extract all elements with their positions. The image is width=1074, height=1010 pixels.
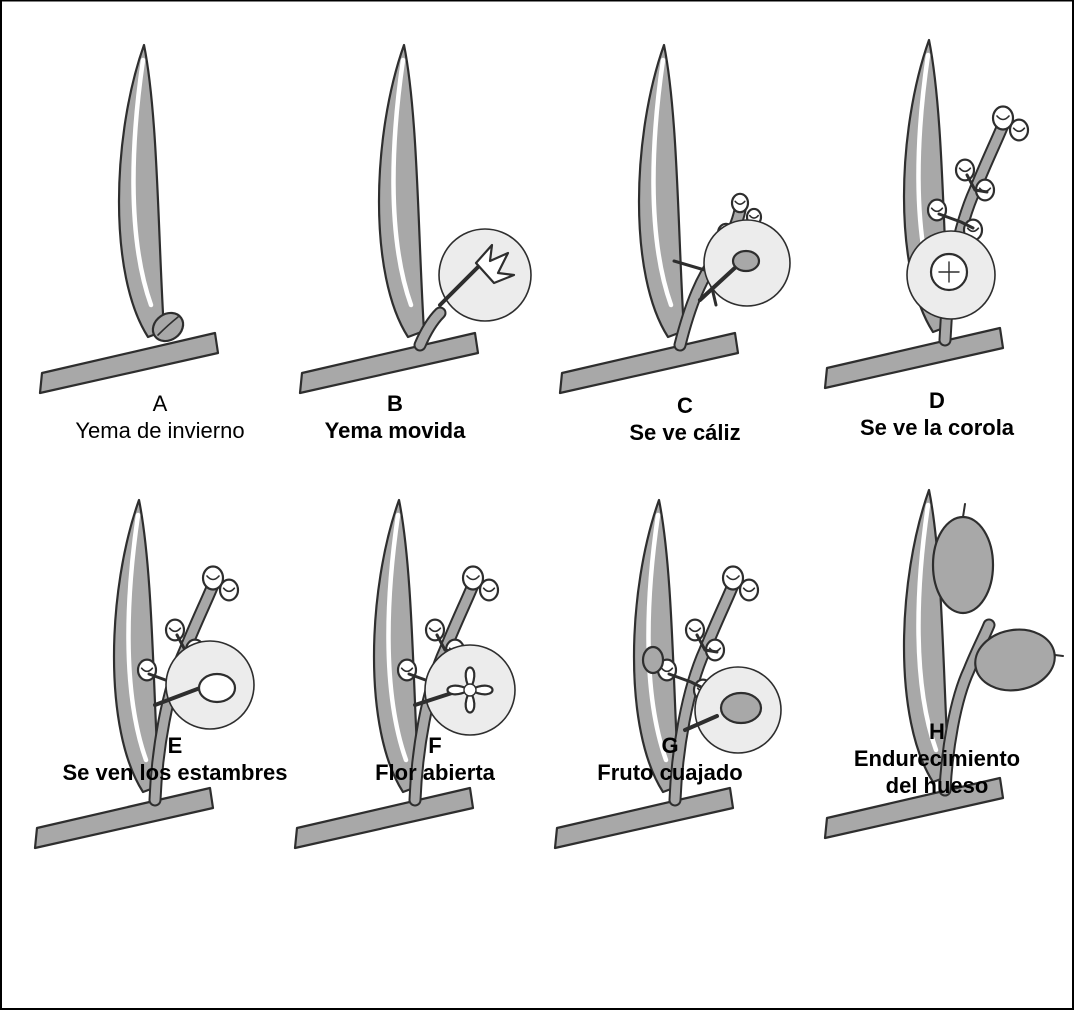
leaf (119, 45, 164, 337)
fruit-set-detail (721, 693, 761, 723)
stage-title: Flor abierta (320, 759, 550, 786)
stage-illustration-b (300, 45, 531, 393)
flower-bud (928, 200, 946, 221)
branch (40, 333, 218, 393)
stage-title: Endurecimiento (822, 745, 1052, 772)
stage-illustration-d (825, 40, 1028, 388)
stage-letter: G (555, 732, 785, 759)
stage-letter: C (570, 392, 800, 419)
stage-caption-f: F Flor abierta (320, 732, 550, 786)
stage-caption-a: A Yema de invierno (55, 390, 265, 444)
stage-caption-b: B Yema movida (290, 390, 500, 444)
young-fruit (643, 647, 663, 673)
flower-bud (740, 580, 758, 601)
stage-caption-d: D Se ve la corola (822, 387, 1052, 441)
stage-title: Fruto cuajado (555, 759, 785, 786)
flower-bud (732, 194, 748, 212)
branch (555, 788, 733, 848)
stage-illustration-f (295, 500, 515, 848)
flower-bud (220, 580, 238, 601)
stamens-detail (199, 674, 235, 702)
stage-illustration-g (555, 500, 781, 848)
stage-letter: H (822, 718, 1052, 745)
flower-bud (426, 620, 444, 641)
zoom-circle (439, 229, 531, 321)
stage-illustration-c (560, 45, 790, 393)
stage-title: Yema de invierno (55, 417, 265, 444)
stage-title: Se ve cáliz (570, 419, 800, 446)
flower-bud (480, 580, 498, 601)
branch (35, 788, 213, 848)
stage-title: Yema movida (290, 417, 500, 444)
branch (560, 333, 738, 393)
stage-letter: E (25, 732, 325, 759)
stage-letter: A (55, 390, 265, 417)
flower-bud (166, 620, 184, 641)
stage-title: Se ve la corola (822, 414, 1052, 441)
flower-bud (686, 620, 704, 641)
stage-title: Se ven los estambres (25, 759, 325, 786)
stage-title-line2: del hueso (822, 772, 1052, 799)
stage-caption-h: H Endurecimiento del hueso (822, 718, 1052, 799)
branch (825, 328, 1003, 388)
stage-caption-c: C Se ve cáliz (570, 392, 800, 446)
olive-fruit-upper (933, 517, 993, 613)
stage-letter: F (320, 732, 550, 759)
flower-bud (956, 160, 974, 181)
flower-bud (398, 660, 416, 681)
stage-illustration-e (35, 500, 254, 848)
stage-caption-g: G Fruto cuajado (555, 732, 785, 786)
leaf (639, 45, 684, 337)
branch (295, 788, 473, 848)
stage-letter: D (822, 387, 1052, 414)
flower-bud (1010, 120, 1028, 141)
flower-bud (138, 660, 156, 681)
stage-letter: B (290, 390, 500, 417)
calyx-detail (733, 251, 759, 271)
branch (300, 333, 478, 393)
stage-illustration-a (40, 45, 218, 393)
leaf (379, 45, 424, 337)
flower-center (464, 684, 476, 696)
stage-caption-e: E Se ven los estambres (25, 732, 325, 786)
